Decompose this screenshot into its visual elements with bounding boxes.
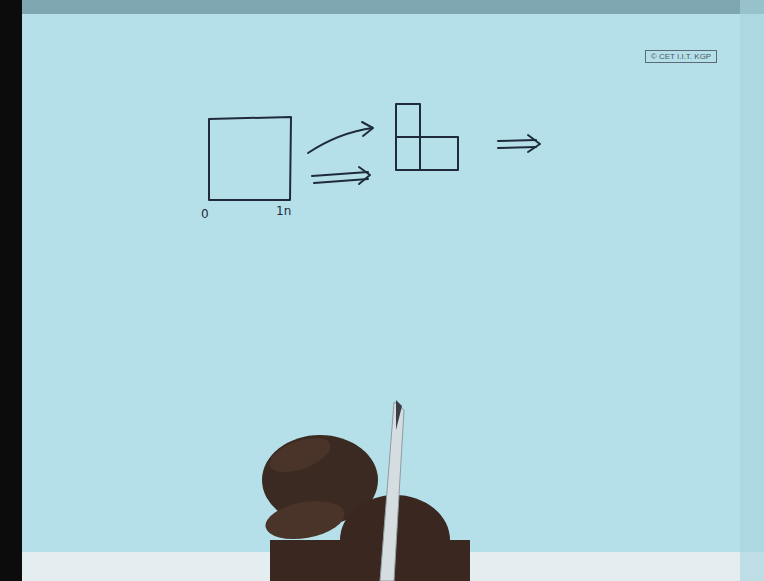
double-arrow	[312, 172, 368, 176]
arrow-head	[528, 135, 540, 152]
frame-left-edge	[0, 0, 22, 581]
axis-label: 0	[201, 207, 209, 221]
double-arrow	[498, 140, 536, 141]
large-square	[209, 117, 291, 200]
arrow-head	[359, 167, 370, 184]
small-squares-row	[396, 137, 458, 170]
board-top-edge	[0, 0, 764, 14]
curved-arrow	[308, 128, 372, 153]
watermark-box: © CET I.I.T. KGP	[645, 50, 717, 63]
board-right-shade	[740, 0, 764, 581]
small-square	[396, 104, 420, 137]
watermark-text: © CET I.I.T. KGP	[650, 52, 712, 61]
double-arrow	[498, 147, 536, 148]
arrow-head	[362, 122, 373, 136]
axis-label: 1n	[276, 204, 291, 218]
hand	[262, 400, 470, 581]
